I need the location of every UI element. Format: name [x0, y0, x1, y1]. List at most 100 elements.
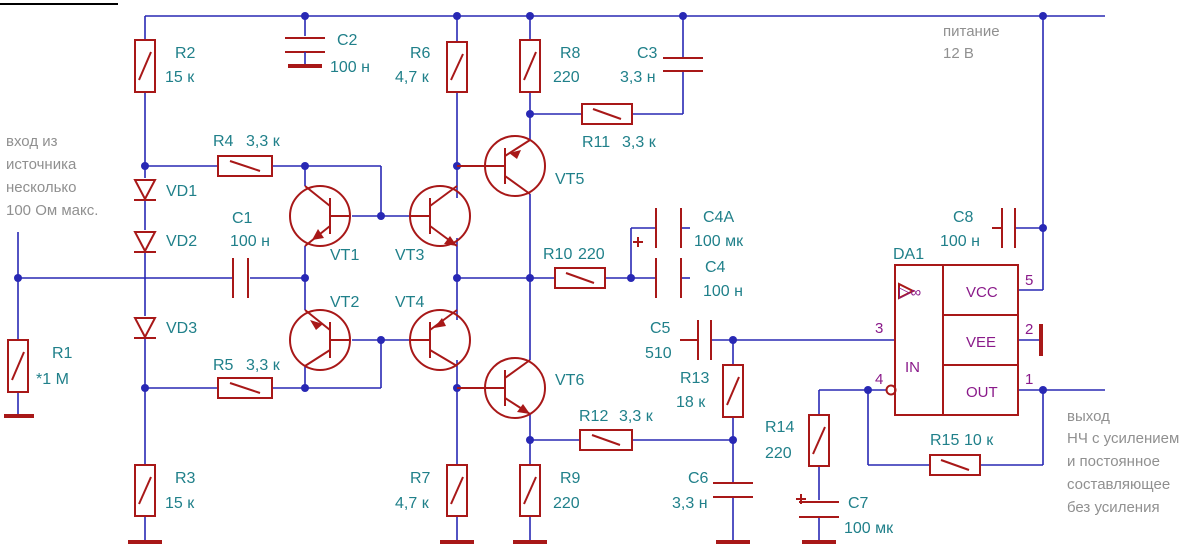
label-c5-value: 510 [645, 345, 672, 362]
resistor-r9 [519, 464, 541, 517]
resistor-r4 [217, 155, 273, 177]
label-r10-value: 220 [578, 246, 605, 263]
pin-number-in: 3 [875, 320, 883, 337]
note-output-line-1: выход [1067, 408, 1110, 425]
label-c4-value: 100 н [703, 283, 743, 300]
label-vt3: VT3 [395, 247, 424, 264]
label-c2-ref: C2 [337, 32, 358, 49]
resistor-r5 [217, 377, 273, 399]
label-r13-ref: R13 [680, 370, 709, 387]
label-r7-value: 4,7 к [395, 495, 430, 512]
label-r9-value: 220 [553, 495, 580, 512]
label-r4-value: 3,3 к [246, 133, 281, 150]
transistor-vt4 [409, 309, 471, 371]
label-vt4: VT4 [395, 294, 424, 311]
junction-dots [14, 12, 1047, 444]
resistor-r6 [446, 41, 468, 93]
label-r1-ref: R1 [52, 345, 73, 362]
diode-vd1 [133, 179, 157, 202]
capacitor-c4 [655, 258, 682, 298]
label-r3-value: 15 к [165, 495, 195, 512]
pin-label-out: OUT [966, 384, 998, 401]
resistor-r13 [722, 364, 744, 418]
resistor-r3 [134, 464, 156, 517]
note-output-line-3: и постоянное [1067, 453, 1160, 470]
label-da1: DA1 [893, 246, 924, 263]
label-r4-ref: R4 [213, 133, 234, 150]
resistor-r1 [7, 339, 29, 393]
opamp-da1 [885, 264, 1019, 416]
label-c3-value: 3,3 н [620, 69, 656, 86]
label-vd3: VD3 [166, 320, 197, 337]
resistor-r10 [554, 267, 606, 289]
diode-vd3 [133, 317, 157, 340]
resistor-r8 [519, 39, 541, 93]
label-r3-ref: R3 [175, 470, 196, 487]
label-r11-ref: R11 [582, 134, 610, 151]
resistor-r12 [579, 429, 633, 451]
annotations: вход из источника несколько 100 Ом макс.… [6, 23, 1179, 516]
pin-number-vee: 2 [1025, 321, 1033, 338]
capacitor-c1 [232, 258, 249, 298]
capacitor-c8 [992, 208, 1016, 248]
label-vt5: VT5 [555, 171, 584, 188]
opamp-symbol: ▷∞ [899, 284, 922, 301]
label-c2-value: 100 н [330, 59, 370, 76]
capacitor-c5 [680, 320, 712, 360]
resistor-r11 [581, 103, 633, 125]
transistor-vt6 [457, 357, 546, 419]
label-r14-value: 220 [765, 445, 792, 462]
label-r6-ref: R6 [410, 45, 431, 62]
label-c1-value: 100 н [230, 233, 270, 250]
note-output-line-4: составляющее [1067, 476, 1170, 493]
label-vt6: VT6 [555, 372, 584, 389]
label-vd2: VD2 [166, 233, 197, 250]
label-c8-value: 100 н [940, 233, 980, 250]
ground-symbols [4, 324, 1043, 544]
diode-vd2 [133, 231, 157, 254]
label-r14-ref: R14 [765, 419, 794, 436]
resistor-r14 [808, 414, 830, 467]
label-r8-value: 220 [553, 69, 580, 86]
transistor-vt2 [289, 309, 351, 371]
label-c5-ref: C5 [650, 320, 671, 337]
label-c8-ref: C8 [953, 209, 974, 226]
resistor-r2 [134, 39, 156, 93]
label-r11-value: 3,3 к [622, 134, 657, 151]
note-input-line-3: несколько [6, 179, 77, 196]
resistor-r15 [929, 454, 981, 476]
transistor-vt5 [457, 135, 546, 197]
note-power-line-1: питание [943, 23, 1000, 40]
label-vd1: VD1 [166, 183, 197, 200]
label-c7-ref: C7 [848, 495, 869, 512]
label-r6-value: 4,7 к [395, 69, 430, 86]
opamp-pin-labels: ▷∞ VCC VEE IN OUT 5 2 3 4 1 [875, 272, 1033, 401]
note-power-line-2: 12 В [943, 45, 974, 62]
label-r2-value: 15 к [165, 69, 195, 86]
pin-label-vcc: VCC [966, 284, 998, 301]
label-c6-ref: C6 [688, 470, 709, 487]
label-vt2: VT2 [330, 294, 359, 311]
label-c6-value: 3,3 н [672, 495, 708, 512]
label-r8-ref: R8 [560, 45, 581, 62]
pin-label-in: IN [905, 359, 920, 376]
label-r15-ref: R15 [930, 432, 959, 449]
label-r9-ref: R9 [560, 470, 581, 487]
pin-number-vcc: 5 [1025, 272, 1033, 289]
note-output-line-5: без усиления [1067, 499, 1160, 516]
label-r5-ref: R5 [213, 357, 234, 374]
capacitor-c4a [633, 208, 682, 248]
capacitor-c6 [713, 482, 753, 498]
label-r15-value: 10 к [964, 432, 994, 449]
label-r13-value: 18 к [676, 394, 706, 411]
label-r7-ref: R7 [410, 470, 431, 487]
capacitor-c7 [796, 494, 839, 540]
pin-label-vee: VEE [966, 334, 996, 351]
note-input-line-2: источника [6, 156, 77, 173]
label-r10-ref: R10 [543, 246, 572, 263]
label-c1-ref: C1 [232, 210, 253, 227]
component-labels: R1 *1 M R2 15 к R3 15 к R4 3,3 к R5 3,3 … [36, 32, 994, 537]
label-r12-ref: R12 [579, 408, 608, 425]
resistor-r7 [446, 464, 468, 517]
